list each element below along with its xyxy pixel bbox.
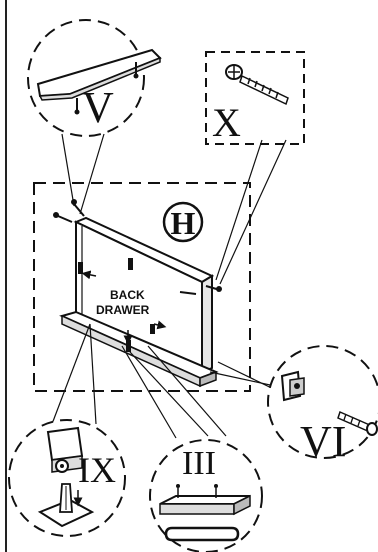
- part-label-ix: IX: [78, 450, 116, 490]
- leader-lines-top: [61, 133, 287, 285]
- main-assembly: H BACK DRAWER: [33, 182, 251, 392]
- part-label-x: X: [212, 100, 241, 145]
- detail-iii: III: [149, 439, 263, 552]
- leader-lines-bottom: [51, 323, 289, 439]
- detail-vi: VI: [267, 345, 378, 466]
- panel-label-drawer: DRAWER: [96, 303, 150, 317]
- detail-v: V: [27, 19, 162, 137]
- part-label-vi: VI: [300, 417, 346, 466]
- detail-x: X: [205, 51, 305, 145]
- part-label-iii: III: [182, 445, 216, 482]
- handle-icon: [164, 526, 240, 542]
- panel-label-back: BACK: [110, 288, 145, 302]
- part-label-v: V: [82, 83, 114, 132]
- detail-ix: IX: [8, 419, 126, 537]
- part-label-h: H: [171, 205, 196, 241]
